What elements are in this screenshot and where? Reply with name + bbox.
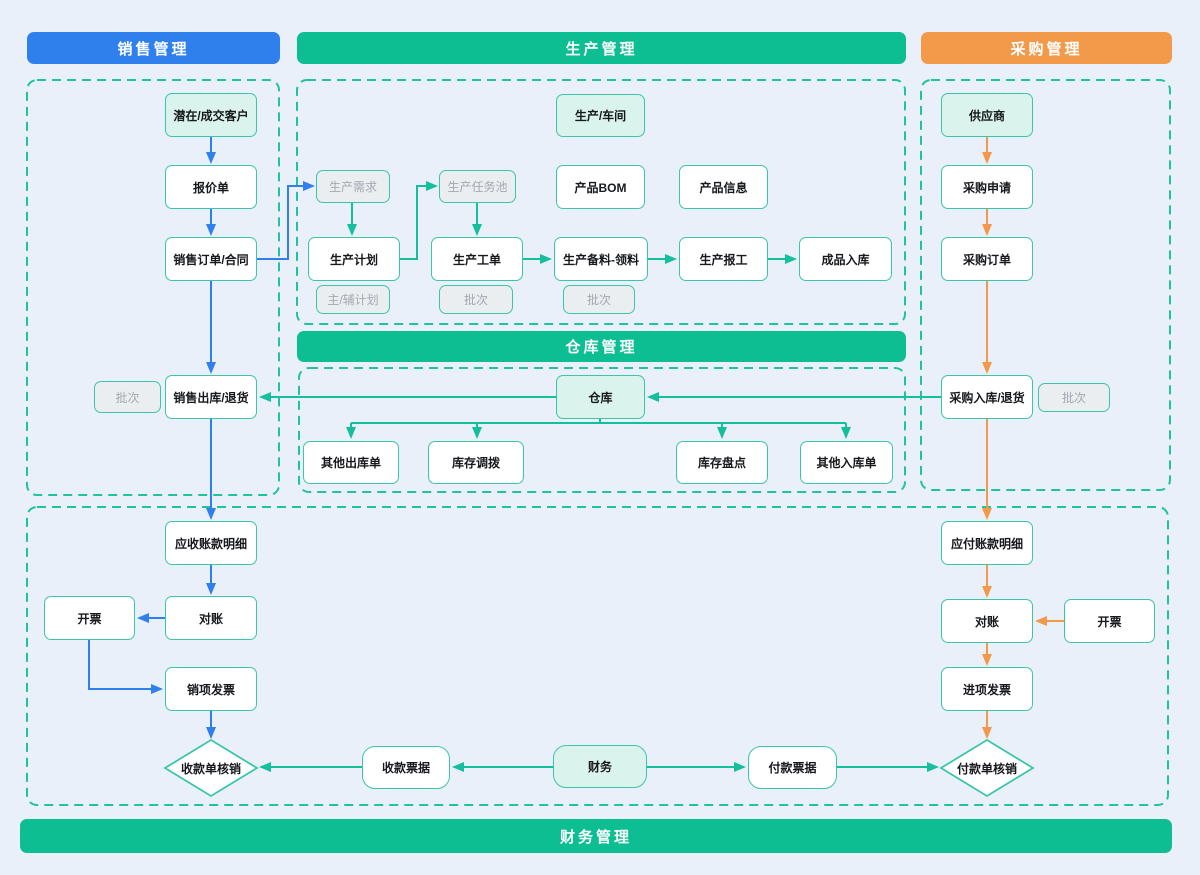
node-production-plan[interactable]: 生产计划: [308, 237, 400, 281]
diamond-payment-label: 付款单核销: [956, 761, 1017, 776]
node-work-report[interactable]: 生产报工: [679, 237, 768, 281]
node-finished-goods-inbound[interactable]: 成品入库: [799, 237, 892, 281]
edges-purchasing: [982, 137, 1064, 739]
node-potential-customer[interactable]: 潜在/成交客户: [165, 93, 257, 137]
edges-sales: [88, 137, 315, 739]
sales-container: [26, 79, 280, 496]
node-product-bom[interactable]: 产品BOM: [556, 165, 645, 209]
node-invoicing-ar[interactable]: 开票: [44, 596, 135, 640]
node-sales-invoice[interactable]: 销项发票: [165, 667, 257, 711]
node-ap-detail[interactable]: 应付账款明细: [941, 521, 1033, 565]
tag-batch-purchase[interactable]: 批次: [1038, 383, 1110, 412]
node-purchase-inbound[interactable]: 采购入库/退货: [941, 375, 1033, 419]
node-receipt-note[interactable]: 收款票据: [362, 746, 450, 789]
tag-batch-material[interactable]: 批次: [563, 285, 635, 314]
header-purchasing: 采购管理: [921, 32, 1172, 64]
node-material-preparation[interactable]: 生产备料-领料: [554, 237, 648, 281]
warehouse-container: [298, 367, 906, 493]
header-warehouse: 仓库管理: [297, 331, 906, 362]
node-workshop[interactable]: 生产/车间: [556, 94, 645, 137]
node-production-demand[interactable]: 生产需求: [316, 170, 390, 203]
diamond-payment-verification[interactable]: 付款单核销: [939, 738, 1035, 798]
node-warehouse[interactable]: 仓库: [556, 375, 645, 419]
node-purchase-request[interactable]: 采购申请: [941, 165, 1033, 209]
node-stock-transfer[interactable]: 库存调拨: [428, 441, 524, 484]
tag-main-aux-plan[interactable]: 主/辅计划: [316, 285, 390, 314]
node-task-pool[interactable]: 生产任务池: [439, 170, 516, 203]
node-product-info[interactable]: 产品信息: [679, 165, 768, 209]
header-sales: 销售管理: [27, 32, 280, 64]
node-supplier[interactable]: 供应商: [941, 93, 1033, 137]
node-sales-outbound[interactable]: 销售出库/退货: [165, 375, 257, 419]
node-ar-detail[interactable]: 应收账款明细: [165, 521, 257, 565]
node-stock-count[interactable]: 库存盘点: [676, 441, 768, 484]
node-sales-order[interactable]: 销售订单/合同: [165, 237, 257, 281]
node-other-inbound[interactable]: 其他入库单: [800, 441, 893, 484]
diamond-shape: [163, 738, 259, 798]
tag-batch-sales[interactable]: 批次: [94, 381, 161, 413]
diamond-receipt-verification[interactable]: 收款单核销: [163, 738, 259, 798]
node-purchase-order[interactable]: 采购订单: [941, 237, 1033, 281]
node-production-work-order[interactable]: 生产工单: [431, 237, 523, 281]
node-finance-dept[interactable]: 财务: [553, 745, 647, 788]
node-reconcile-ap[interactable]: 对账: [941, 599, 1033, 643]
diamond-shape: [939, 738, 1035, 798]
node-input-invoice[interactable]: 进项发票: [941, 667, 1033, 711]
tag-batch-work-order[interactable]: 批次: [439, 285, 513, 314]
purchasing-container: [920, 79, 1171, 491]
header-production: 生产管理: [297, 32, 906, 64]
finance-container: [26, 506, 1169, 806]
node-invoicing-ap[interactable]: 开票: [1064, 599, 1155, 643]
node-quotation[interactable]: 报价单: [165, 165, 257, 209]
edges-green: [259, 181, 941, 772]
production-container: [296, 79, 906, 325]
node-payment-note[interactable]: 付款票据: [748, 746, 837, 789]
node-other-outbound[interactable]: 其他出库单: [303, 441, 399, 484]
header-finance: 财务管理: [20, 819, 1172, 853]
diamond-receipt-label: 收款单核销: [180, 761, 241, 776]
node-reconcile-ar[interactable]: 对账: [165, 596, 257, 640]
